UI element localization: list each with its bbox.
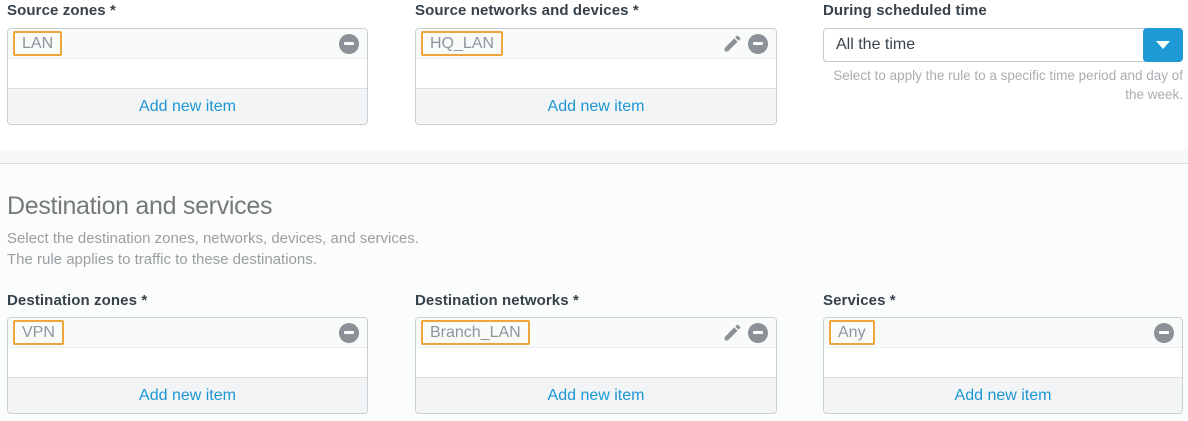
panel-spacer	[416, 59, 776, 88]
selected-item-tag: Any	[829, 320, 875, 345]
add-new-item-button[interactable]: Add new item	[547, 97, 645, 115]
field-label-destination-networks: Destination networks *	[415, 292, 579, 309]
field-label-source-zones: Source zones *	[7, 2, 116, 19]
destination-networks-selector: Branch_LAN Add new item	[415, 317, 777, 414]
selected-item-tag: VPN	[13, 320, 64, 345]
source-zones-selector: LAN Add new item	[7, 28, 368, 125]
selected-item-tag: LAN	[13, 31, 63, 56]
section-heading-destination: Destination and services	[7, 192, 273, 220]
row-icons	[1154, 322, 1174, 343]
destination-networks-footer: Add new item	[416, 377, 776, 413]
source-networks-selector: HQ_LAN Add new item	[415, 28, 777, 125]
panel-spacer	[416, 348, 776, 377]
edit-icon[interactable]	[722, 33, 743, 54]
destination-zones-item-row: VPN	[8, 318, 367, 348]
schedule-help-text: Select to apply the rule to a specific t…	[833, 68, 1183, 102]
remove-icon[interactable]	[339, 33, 359, 54]
edit-icon[interactable]	[722, 322, 743, 343]
destination-zones-footer: Add new item	[8, 377, 367, 413]
remove-icon[interactable]	[1154, 322, 1174, 343]
panel-spacer	[8, 59, 367, 88]
source-zones-item-row: LAN	[8, 29, 367, 59]
add-new-item-button[interactable]: Add new item	[139, 97, 236, 115]
row-icons	[339, 322, 359, 343]
chevron-down-icon	[1156, 41, 1170, 49]
destination-networks-item-row: Branch_LAN	[416, 318, 776, 348]
field-label-source-networks: Source networks and devices *	[415, 2, 639, 19]
field-label-services: Services *	[823, 292, 896, 309]
schedule-select-open-button[interactable]	[1143, 28, 1183, 62]
remove-icon[interactable]	[339, 322, 359, 343]
add-new-item-button[interactable]: Add new item	[954, 386, 1052, 404]
services-selector: Any Add new item	[823, 317, 1183, 414]
add-new-item-button[interactable]: Add new item	[547, 386, 645, 404]
schedule-select-value: All the time	[836, 36, 916, 53]
panel-spacer	[8, 348, 367, 377]
selected-item-tag: Branch_LAN	[421, 320, 530, 345]
panel-spacer	[824, 348, 1182, 377]
section-divider	[0, 150, 1188, 164]
source-networks-item-row: HQ_LAN	[416, 29, 776, 59]
services-item-row: Any	[824, 318, 1182, 348]
services-footer: Add new item	[824, 377, 1182, 413]
destination-zones-selector: VPN Add new item	[7, 317, 368, 414]
source-zones-footer: Add new item	[8, 88, 367, 124]
row-icons	[722, 322, 768, 343]
row-icons	[339, 33, 359, 54]
field-label-scheduled-time: During scheduled time	[823, 2, 987, 19]
section-description-line1: Select the destination zones, networks, …	[7, 230, 419, 247]
add-new-item-button[interactable]: Add new item	[139, 386, 236, 404]
section-description-line2: The rule applies to traffic to these des…	[7, 251, 317, 268]
source-networks-footer: Add new item	[416, 88, 776, 124]
schedule-select[interactable]: All the time	[823, 28, 1183, 62]
remove-icon[interactable]	[748, 33, 768, 54]
remove-icon[interactable]	[748, 322, 768, 343]
row-icons	[722, 33, 768, 54]
field-label-destination-zones: Destination zones *	[7, 292, 148, 309]
selected-item-tag: HQ_LAN	[421, 31, 504, 56]
